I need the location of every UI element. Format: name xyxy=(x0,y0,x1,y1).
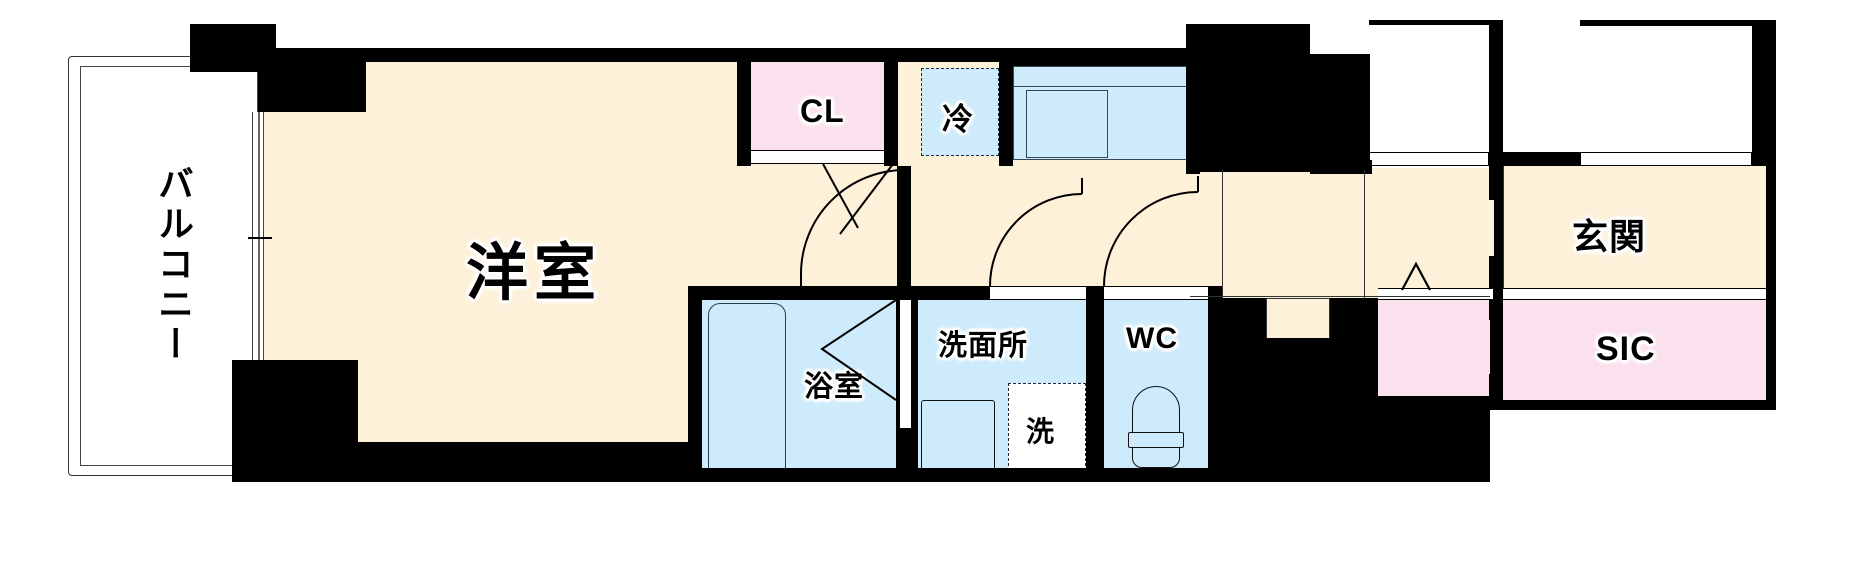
wall-bath-top xyxy=(688,286,908,300)
core-notch xyxy=(1266,298,1330,340)
bathtub xyxy=(708,303,786,475)
sic-door-opening xyxy=(1378,288,1493,300)
genkan-divider xyxy=(1503,166,1504,298)
wall-sic-bottom-right xyxy=(1378,400,1776,410)
wall-entrance-right xyxy=(1489,24,1503,172)
wall-cl-right xyxy=(884,48,898,166)
wall-bath-left xyxy=(688,286,702,482)
wall-sic-right-edge xyxy=(1766,288,1776,410)
wall-bath-bottom-2 xyxy=(908,468,1222,482)
toilet-bowl xyxy=(1132,386,1180,468)
balcony-label: バルコニー xyxy=(152,165,193,365)
wall-core-block xyxy=(1208,298,1266,482)
entrance-door-area xyxy=(1369,24,1489,158)
wall-entrance-under-2 xyxy=(1489,160,1503,306)
hall-divider-2 xyxy=(1364,170,1365,298)
genkan-floor-right xyxy=(1503,166,1766,298)
bath-door-strip xyxy=(900,300,911,428)
washroom-door-opening xyxy=(990,286,1092,300)
wall-washroom-top xyxy=(908,286,990,300)
balcony-slider-rail-inner xyxy=(258,112,260,414)
entrance-outer-door-area xyxy=(1580,24,1752,166)
toilet-label: WC xyxy=(1126,322,1178,355)
entrance-threshold xyxy=(1369,152,1489,166)
washer-label: 洗 xyxy=(1026,415,1056,448)
shoe-closet-label-main: SIC xyxy=(1596,330,1656,368)
wall-core-block-2 xyxy=(1266,338,1330,482)
fridge-label: 冷 xyxy=(942,102,974,138)
entrance-label-main: 玄関 xyxy=(1572,217,1647,258)
wall-entrance-under xyxy=(1310,160,1372,174)
label-mask-1 xyxy=(1370,200,1494,256)
fridge-space xyxy=(921,68,999,156)
washroom-label: 洗面所 xyxy=(938,328,1029,362)
shoe-closet-right xyxy=(1503,298,1766,402)
washer-space xyxy=(1008,383,1086,471)
wc-door-opening xyxy=(1104,286,1210,300)
hall-divider-1 xyxy=(1222,170,1223,298)
wall-hall-left xyxy=(1186,160,1200,174)
sic-door-opening-right xyxy=(1503,288,1766,300)
wall-entrance-far-right xyxy=(1752,24,1766,166)
kitchen-sink xyxy=(1026,90,1108,158)
wall-bottom-main xyxy=(358,466,702,482)
wall-entrance-block-2 xyxy=(1310,54,1370,172)
bath-label: 浴室 xyxy=(804,369,865,403)
wall-washroom-wc xyxy=(1086,286,1104,482)
wall-entrance-sill-left xyxy=(1503,152,1581,166)
balcony-inner-line xyxy=(80,66,258,466)
kitchen-counter-backline xyxy=(1013,86,1193,87)
closet-door-panel xyxy=(749,150,897,164)
wall-genkan-right-edge xyxy=(1766,20,1776,298)
hall-divider-3 xyxy=(1190,296,1490,297)
wall-cl-left xyxy=(737,48,751,166)
entrance-threshold-outer xyxy=(1580,152,1752,166)
main-room-label: 洋室 xyxy=(466,236,603,309)
closet-area xyxy=(749,62,897,150)
wall-bath-bottom xyxy=(688,468,908,482)
label-mask-2 xyxy=(1382,320,1490,374)
wall-top-kitchen xyxy=(1013,48,1193,66)
wall-core-block-4 xyxy=(1330,402,1490,482)
vanity-basin-counter xyxy=(921,400,995,474)
closet-label: CL xyxy=(800,93,845,129)
toilet-tank xyxy=(1128,432,1184,448)
wall-fridge-right xyxy=(999,48,1013,166)
wall-sic-right xyxy=(1489,298,1503,408)
wall-top-left-2 xyxy=(258,48,366,112)
wall-entrance-outer-top xyxy=(1580,20,1766,26)
wall-kitchen-entrance-block xyxy=(1186,24,1310,172)
wall-entrance-top-cap xyxy=(1369,20,1503,25)
